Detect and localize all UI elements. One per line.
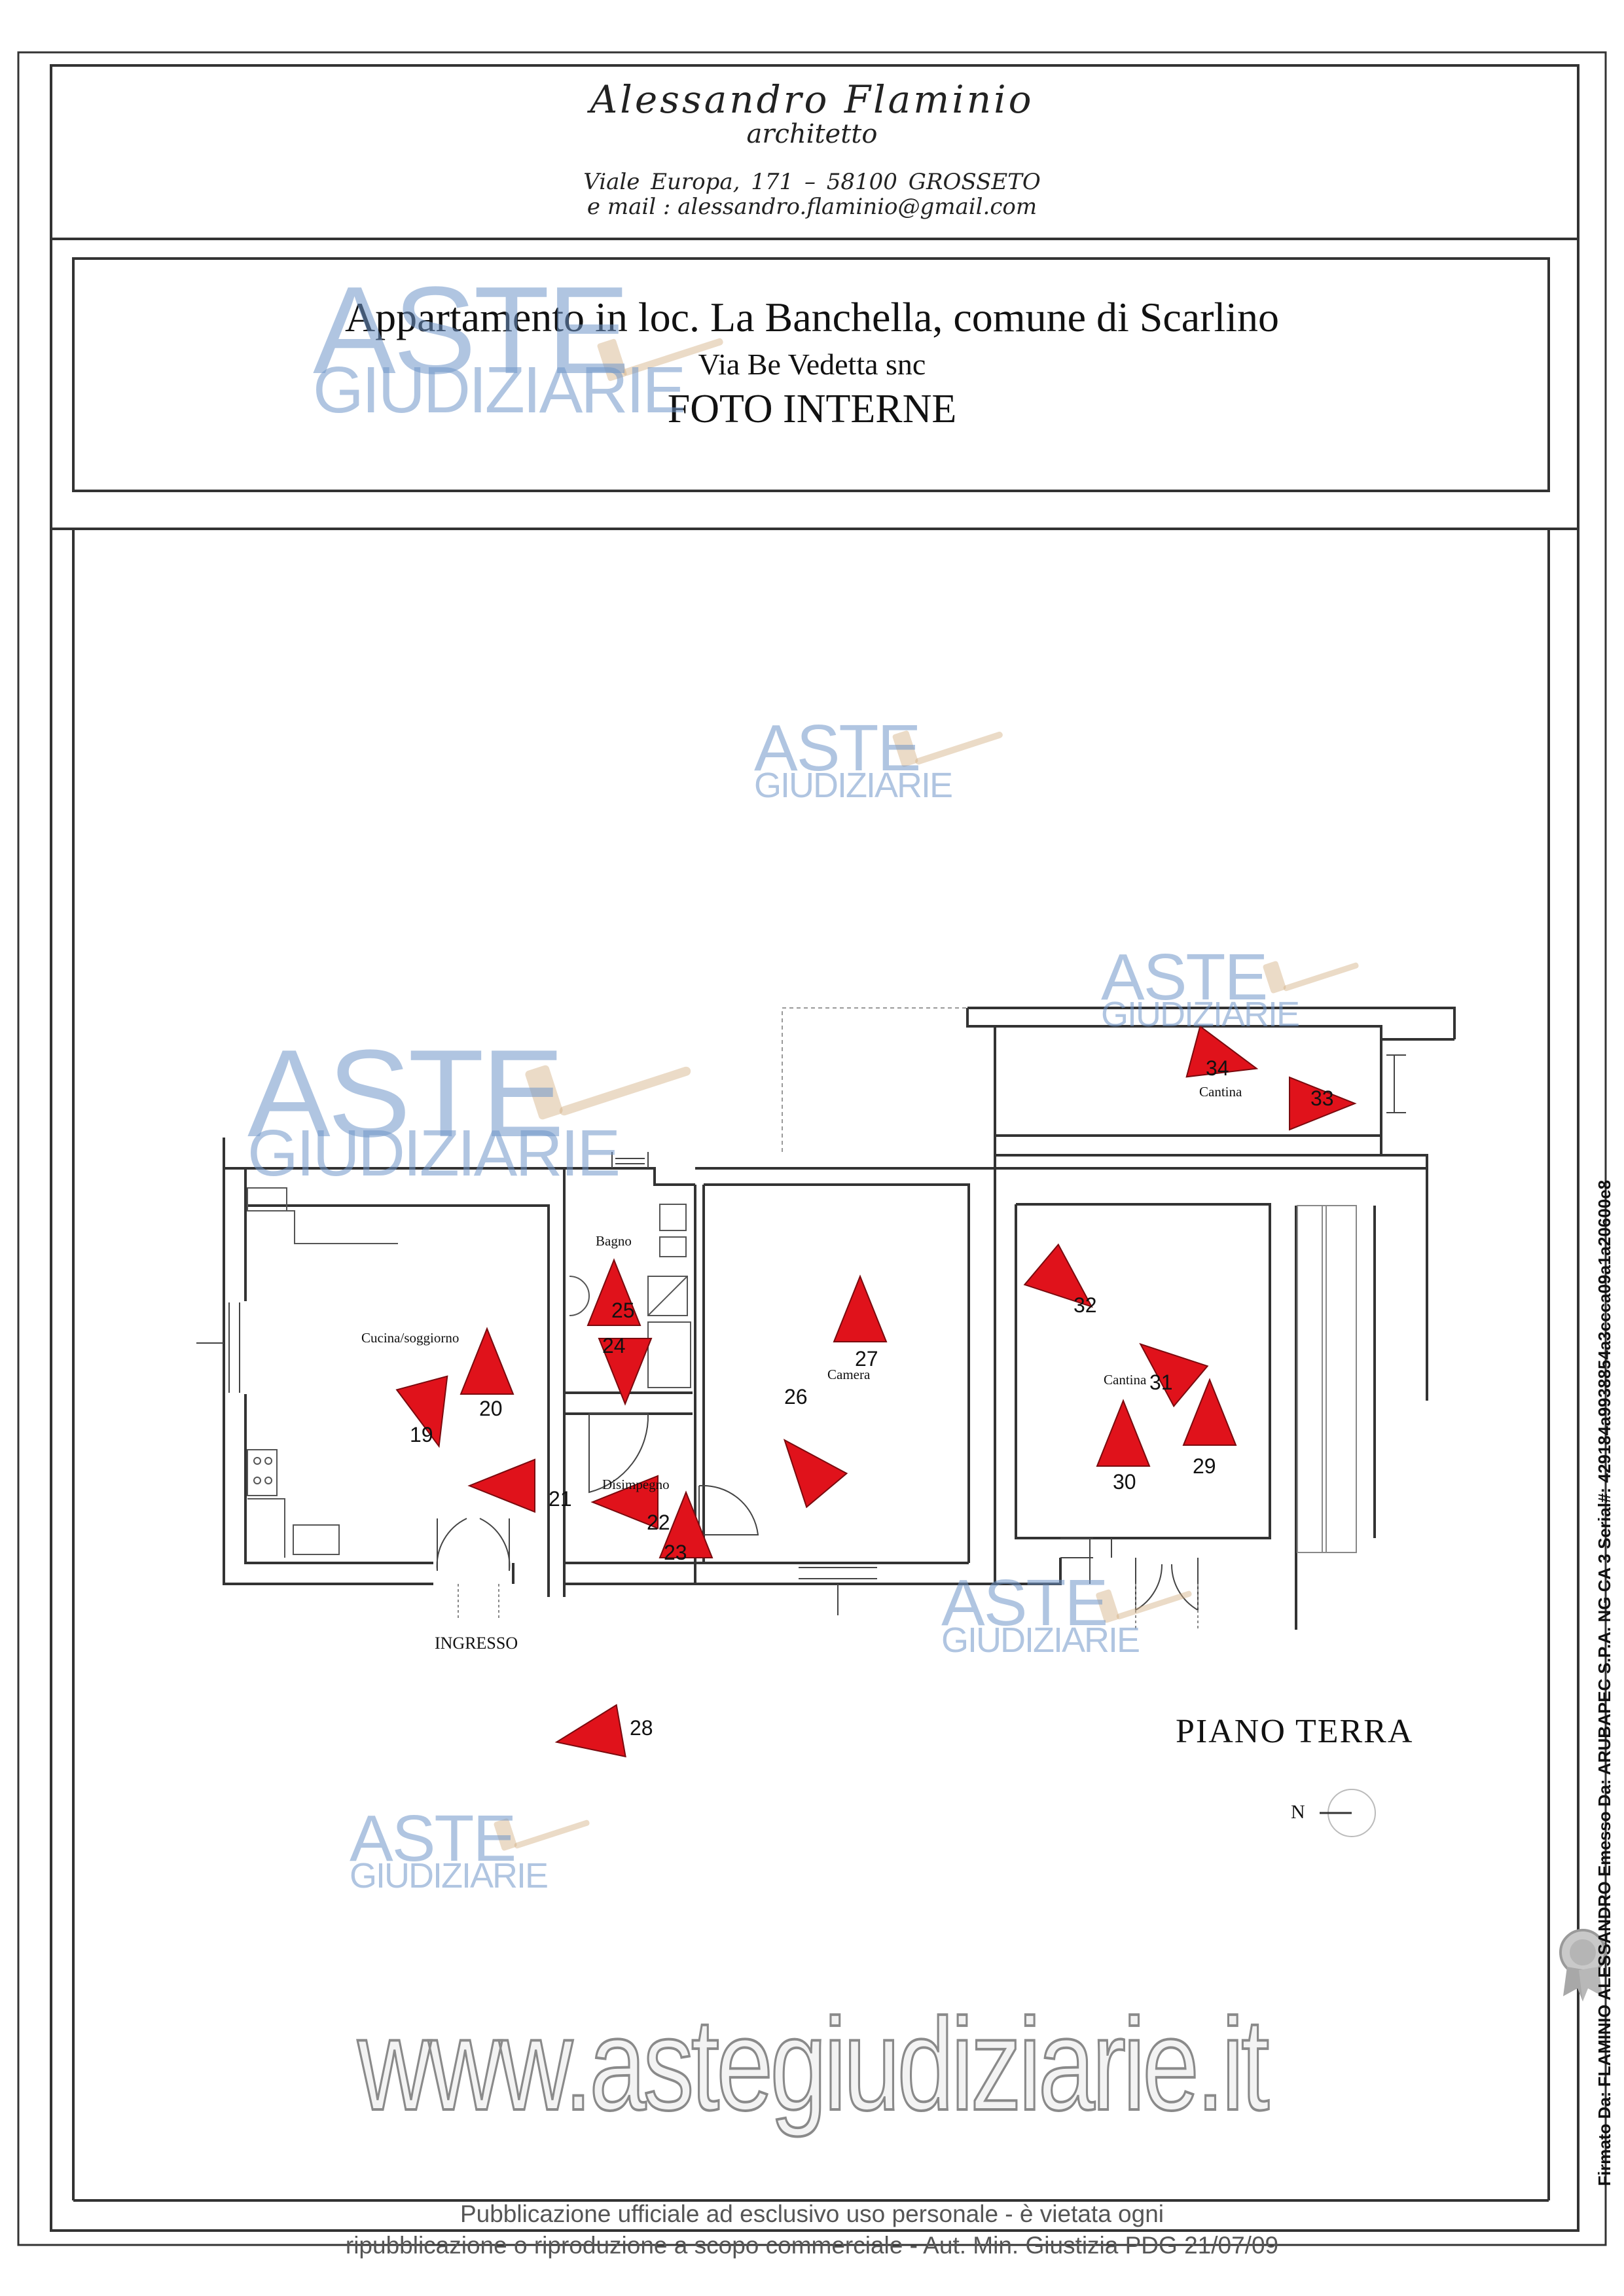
photo-point-marker-25	[586, 1258, 641, 1326]
north-label: N	[1291, 1801, 1305, 1823]
photo-point-marker-21	[467, 1458, 535, 1513]
photo-point-marker-19	[395, 1375, 448, 1448]
photo-point-marker-23	[659, 1490, 713, 1558]
photo-point-marker-32	[1023, 1243, 1093, 1308]
walls	[223, 1007, 1456, 1630]
seal-stamp-icon	[1559, 1929, 1606, 2001]
bathroom-fixtures	[569, 1204, 691, 1388]
photo-point-marker-27	[833, 1274, 888, 1342]
photo-point-marker-33	[1289, 1076, 1357, 1131]
watermark-aste-giudiziarie: ASTE GIUDIZIARIE	[1101, 941, 1300, 1034]
floor-label: PIANO TERRA	[1176, 1713, 1414, 1750]
north-indicator	[1320, 1789, 1376, 1837]
architect-name: Alessandro Flaminio	[590, 77, 1034, 122]
watermark-aste-giudiziarie: ASTE GIUDIZIARIE	[941, 1566, 1140, 1660]
photo-point-marker-26	[783, 1439, 848, 1509]
photo-point-number: 33	[1310, 1086, 1334, 1110]
photo-point-marker-34	[1185, 1025, 1259, 1078]
entrance-path	[458, 1584, 1199, 1630]
photo-point-number: 21	[549, 1487, 572, 1511]
photo-point-number: 19	[410, 1423, 433, 1446]
architect-address: Viale Europa, 171 – 58100 GROSSETO	[583, 169, 1041, 195]
document-subtitle: Via Be Vedetta snc	[698, 348, 926, 381]
photo-point-number: 32	[1074, 1293, 1097, 1317]
photo-point-marker-20	[460, 1327, 514, 1395]
photo-point-marker-30	[1096, 1399, 1151, 1467]
ingresso-label: INGRESSO	[435, 1634, 518, 1653]
photo-point-number: 34	[1206, 1056, 1229, 1080]
architect-email: e mail : alessandro.flaminio@gmail.com	[586, 194, 1038, 220]
photo-point-number: 23	[664, 1541, 687, 1564]
windows	[196, 1054, 1406, 1615]
photo-point-number: 27	[855, 1347, 878, 1371]
photo-point-marker-29	[1182, 1378, 1237, 1446]
photo-point-marker-28	[554, 1704, 626, 1758]
room-label-cantina-upper: Cantina	[1199, 1084, 1242, 1100]
watermark-aste-giudiziarie: ASTE GIUDIZIARIE	[754, 711, 953, 805]
photo-point-number: 30	[1113, 1470, 1136, 1494]
architect-role: architetto	[746, 119, 878, 149]
photo-point-number: 26	[784, 1385, 808, 1408]
document-section-title: FOTO INTERNE	[667, 387, 957, 431]
kitchen-fixtures	[247, 1187, 398, 1558]
document-title: Appartamento in loc. La Banchella, comun…	[344, 294, 1280, 340]
watermark-aste-giudiziarie: ASTE GIUDIZIARIE	[350, 1802, 549, 1895]
photo-point-marker-22	[590, 1475, 659, 1530]
photo-point-markers	[395, 1025, 1357, 1758]
photo-point-number: 28	[630, 1716, 653, 1740]
photo-point-marker-24	[598, 1338, 653, 1406]
gavel-watermarks	[494, 338, 1359, 1851]
patio-outline	[782, 1007, 967, 1152]
photo-point-number: 29	[1193, 1454, 1216, 1478]
staircase	[1297, 1205, 1357, 1553]
website-watermark: www.astegiudiziarie.it	[357, 1990, 1271, 2139]
watermark-aste-giudiziarie: ASTE GIUDIZIARIE	[313, 261, 686, 427]
photo-point-number: 25	[611, 1299, 635, 1322]
room-label-cucina: Cucina/soggiorno	[361, 1330, 460, 1346]
room-label-disimpegno: Disimpegno	[602, 1477, 670, 1492]
room-label-cantina-lower: Cantina	[1104, 1372, 1147, 1388]
room-label-camera: Camera	[827, 1367, 871, 1382]
photo-point-number: 20	[479, 1397, 503, 1420]
photo-point-number: 31	[1149, 1371, 1173, 1394]
sheet-frames	[17, 51, 1607, 2246]
watermark-aste-giudiziarie: ASTE GIUDIZIARIE	[247, 1024, 621, 1190]
photo-point-marker-31	[1139, 1342, 1209, 1408]
footer-notice-line-2: ripubblicazione o riproduzione a scopo c…	[345, 2232, 1279, 2259]
room-label-bagno: Bagno	[596, 1233, 632, 1249]
photo-point-number: 22	[647, 1511, 670, 1534]
photo-point-number: 24	[602, 1334, 626, 1357]
door-swings	[436, 1413, 1199, 1611]
footer-notice-line-1: Pubblicazione ufficiale ad esclusivo uso…	[460, 2200, 1164, 2227]
digital-signature-text: Firmato Da: FLAMINIO ALESSANDRO Emesso D…	[1595, 1179, 1614, 2186]
